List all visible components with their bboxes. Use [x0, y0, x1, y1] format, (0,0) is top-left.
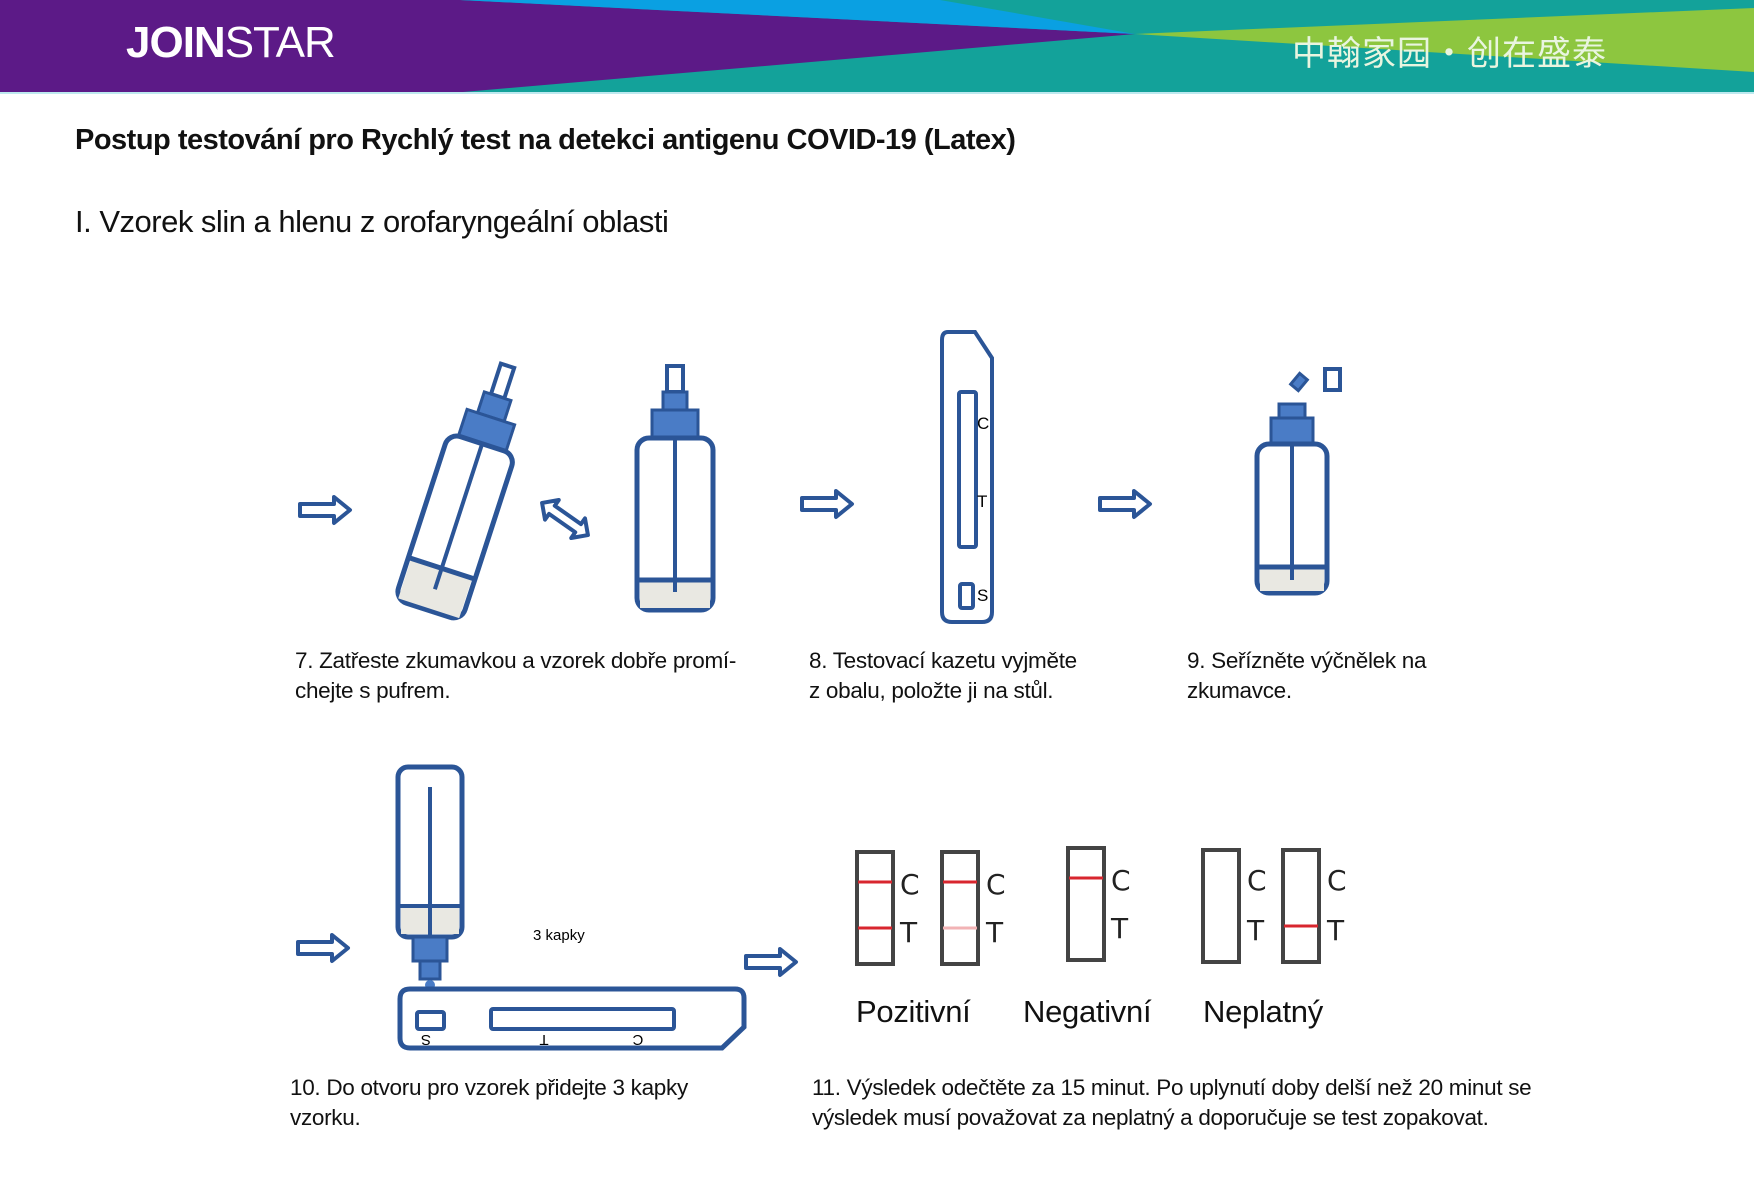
result-label-invalid: Neplatný [1203, 994, 1323, 1029]
result-strip-positive-weak: C T [940, 850, 1006, 966]
test-line-label: T [1110, 912, 1129, 945]
banner-background [0, 0, 1754, 94]
control-line-label: C [632, 1031, 643, 1048]
step-11-caption: 11. Výsledek odečtěte za 15 minut. Po up… [812, 1075, 1532, 1130]
tilted-tube-icon [395, 361, 517, 621]
test-line-label: T [539, 1031, 548, 1048]
sample-well-label: S [977, 586, 988, 605]
arrow-icon [296, 933, 350, 963]
shake-arrow-icon [540, 497, 590, 541]
result-strip-positive-strong: C T [855, 850, 920, 966]
control-line-label: C [1327, 864, 1347, 897]
arrow-icon [800, 489, 854, 519]
test-line-label: T [1326, 914, 1345, 947]
test-line-label: T [985, 916, 1004, 949]
arrow-icon [1098, 489, 1152, 519]
result-label-positive: Pozitivní [856, 994, 971, 1029]
joinstar-logo: JOINSTAR [126, 18, 336, 67]
upright-tube-icon [634, 364, 716, 613]
test-line-label: T [899, 916, 918, 949]
cut-tip-icon [1288, 367, 1342, 393]
sample-well-label: S [421, 1031, 431, 1048]
page-title: Postup testování pro Rychlý test na dete… [75, 124, 1016, 156]
control-line-label: C [986, 868, 1006, 901]
control-line-label: C [1247, 864, 1267, 897]
control-line-label: C [1111, 864, 1131, 897]
step-7-caption: 7. Zatřeste zkumavkou a vzorek dobře pro… [295, 648, 737, 703]
arrow-icon [744, 947, 798, 977]
drops-label: 3 kapky [533, 927, 585, 944]
test-line-label: T [1246, 914, 1265, 947]
horizontal-cassette-icon: S T C [397, 986, 747, 1051]
result-strip-invalid-test-only: C T [1281, 848, 1347, 964]
result-strip-invalid-blank: C T [1201, 848, 1267, 964]
header-banner: JOINSTAR 中翰家园・创在盛泰 [0, 0, 1754, 94]
step-10-caption: 10. Do otvoru pro vzorek přidejte 3 kapk… [290, 1075, 688, 1130]
arrow-icon [298, 495, 352, 525]
dropper-tube-icon [395, 764, 465, 1013]
result-label-negative: Negativní [1023, 994, 1152, 1029]
slogan: 中翰家园・创在盛泰 [1292, 34, 1607, 74]
control-line-label: C [977, 414, 989, 433]
result-strip-negative: C T [1066, 846, 1131, 962]
test-line-label: T [977, 492, 987, 511]
control-line-label: C [900, 868, 920, 901]
test-cassette-icon: C T S [940, 330, 994, 624]
opened-tube-icon [1254, 402, 1330, 596]
section-heading: I. Vzorek slin a hlenu z orofaryngeální … [75, 204, 669, 239]
